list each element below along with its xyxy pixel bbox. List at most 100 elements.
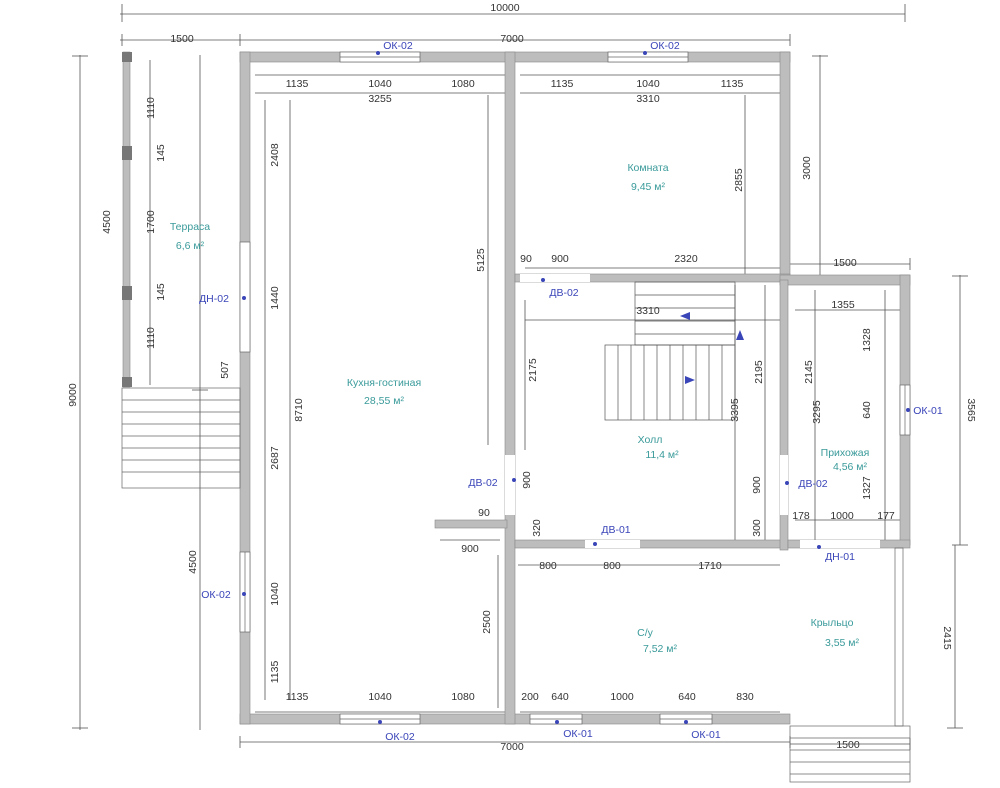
dim-vest-1355: 1355 — [831, 299, 855, 311]
dim-vest-3295: 3295 — [811, 400, 823, 424]
room-kitchen-area: 28,55 м² — [364, 395, 404, 407]
tag-dv02-top: ДВ-02 — [549, 287, 578, 299]
room-kitchen-name: Кухня-гостиная — [347, 377, 421, 389]
dim-hall-300: 300 — [751, 519, 763, 537]
dim-total-height: 9000 — [67, 383, 79, 407]
dim-top-room-b: 1040 — [636, 78, 660, 90]
dim-top-room-a: 1135 — [551, 78, 574, 90]
dim-hall-3310: 3310 — [636, 305, 660, 317]
room-porch-area: 3,55 м² — [825, 637, 860, 649]
dim-top-kitchen-c: 1080 — [451, 78, 475, 90]
dim-hall-90: 90 — [520, 253, 532, 265]
tag-dv01: ДВ-01 — [601, 524, 630, 536]
dim-porch-width-right: 1500 — [833, 257, 857, 269]
dim-terrace-145a: 145 — [155, 144, 167, 162]
dim-bot-kitchen-c: 1080 — [451, 691, 475, 703]
tag-ok01-bottom-a: ОК-01 — [563, 728, 593, 740]
dim-terrace-1110b: 1110 — [145, 327, 157, 349]
dim-top-room-c: 1135 — [721, 78, 744, 90]
terrace-posts — [122, 52, 132, 387]
dim-kitchen-v-1440: 1440 — [269, 286, 281, 310]
dim-bath-800b: 800 — [603, 560, 621, 572]
dim-hall-320: 320 — [531, 519, 543, 537]
room-vestibule-name: Прихожая — [821, 447, 870, 459]
dim-right-mid: 3565 — [965, 398, 977, 422]
dim-bot-bath-b: 640 — [551, 691, 569, 703]
dim-kitchen-900-h: 900 — [461, 543, 479, 555]
room-room-area: 9,45 м² — [631, 181, 666, 193]
room-porch-name: Крыльцо — [811, 617, 854, 629]
dim-bot-bath-d: 640 — [678, 691, 696, 703]
dim-kitchen-v-5125: 5125 — [475, 248, 487, 272]
dim-hall-2320: 2320 — [674, 253, 698, 265]
room-bath-area: 7,52 м² — [643, 643, 678, 655]
tag-ok02-bottom: ОК-02 — [385, 731, 415, 743]
dim-kitchen-v-1040: 1040 — [269, 582, 281, 606]
dimension-lines — [72, 4, 968, 750]
dim-vest-1000: 1000 — [830, 510, 854, 522]
dim-left-lower: 4500 — [187, 550, 199, 574]
room-terrace-name: Терраса — [170, 221, 210, 233]
dim-house-width-bottom: 7000 — [500, 741, 524, 753]
dim-house-width-top: 7000 — [500, 33, 524, 45]
porch-steps — [789, 547, 911, 783]
dim-top-kitchen-b: 1040 — [368, 78, 392, 90]
room-hall-area: 11,4 м² — [645, 449, 679, 461]
dim-kitchen-v-8710: 8710 — [293, 398, 305, 422]
dim-terrace-width: 1500 — [170, 33, 194, 45]
dim-hall-90-small: 90 — [478, 507, 490, 519]
dim-bot-bath-e: 830 — [736, 691, 754, 703]
dim-hall-2175: 2175 — [527, 358, 539, 382]
room-room-name: Комната — [627, 162, 668, 174]
tag-markers — [242, 51, 910, 724]
walls — [122, 51, 911, 725]
dim-top-room-total: 3310 — [636, 93, 660, 105]
dim-overall-width: 10000 — [490, 2, 519, 14]
dim-vest-1328: 1328 — [861, 328, 873, 352]
staircase — [604, 281, 736, 421]
windows — [239, 51, 911, 725]
dim-bath-800a: 800 — [539, 560, 557, 572]
room-vestibule-area: 4,56 м² — [833, 461, 868, 473]
dim-terrace-1110a: 1110 — [145, 97, 157, 119]
dim-kitchen-v-1135: 1135 — [269, 661, 281, 684]
dim-vest-1327: 1327 — [861, 476, 873, 500]
dim-hall-3395: 3395 — [729, 398, 741, 422]
dim-hall-900-right: 900 — [751, 476, 763, 494]
door-openings — [505, 274, 880, 548]
dim-top-kitchen-total: 3255 — [368, 93, 392, 105]
room-terrace-area: 6,6 м² — [176, 240, 205, 252]
room-hall-name: Холл — [638, 434, 663, 446]
dim-room-2855: 2855 — [733, 168, 745, 192]
dim-kitchen-v-507: 507 — [219, 361, 231, 379]
dim-bath-1710: 1710 — [698, 560, 722, 572]
dim-kitchen-v-2408: 2408 — [269, 143, 281, 167]
tag-dn01: ДН-01 — [825, 551, 855, 563]
terrace-steps — [121, 387, 241, 489]
dim-terrace-1700: 1700 — [145, 210, 157, 234]
room-bath-name: С/у — [637, 627, 654, 639]
dim-bot-kitchen-b: 1040 — [368, 691, 392, 703]
stair-arrows — [680, 312, 744, 384]
dim-bot-kitchen-a: 1135 — [286, 691, 309, 703]
tag-ok02-top-right: ОК-02 — [650, 40, 680, 52]
tag-ok02-top-left: ОК-02 — [383, 40, 413, 52]
dim-vest-640: 640 — [861, 401, 873, 419]
tag-ok02-left: ОК-02 — [201, 589, 231, 601]
dim-vest-178: 178 — [792, 510, 810, 522]
dim-left-upper: 4500 — [101, 210, 113, 234]
dim-hall-900: 900 — [551, 253, 569, 265]
dim-hall-2195: 2195 — [753, 360, 765, 384]
window-mid-lines — [244, 56, 906, 720]
tag-dv02-right: ДВ-02 — [798, 478, 827, 490]
dim-vest-2145: 2145 — [803, 360, 815, 384]
tag-ok01-right: ОК-01 — [913, 405, 943, 417]
dim-terrace-145b: 145 — [155, 283, 167, 301]
dim-hall-900-left: 900 — [521, 471, 533, 489]
tag-ok01-bottom-b: ОК-01 — [691, 729, 721, 741]
dim-bot-bath-a: 200 — [521, 691, 539, 703]
dim-right-upper: 3000 — [801, 156, 813, 180]
tag-dn02: ДН-02 — [199, 293, 229, 305]
dim-vest-177: 177 — [877, 510, 895, 522]
